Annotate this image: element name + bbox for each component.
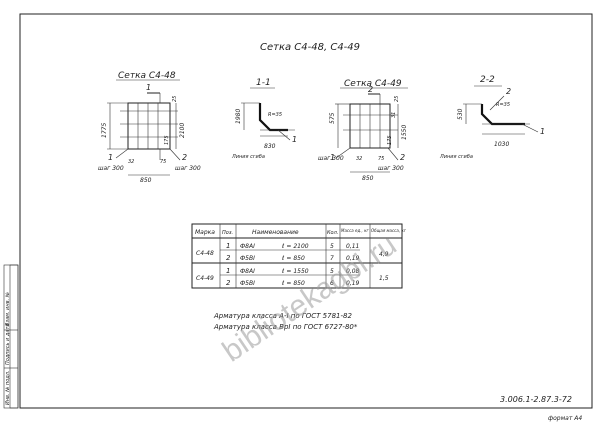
c449-pos1: 1 — [330, 153, 335, 162]
cell-r0-mass: 0,11 — [346, 243, 359, 250]
c448-d175: 175 — [164, 135, 170, 145]
cell-r2-name: Ф8АI — [240, 268, 255, 275]
th-pos: Поз. — [222, 230, 233, 236]
note-2: Арматура класса ВрI по ГОСТ 6727-80* — [213, 323, 358, 331]
c448-d2100: 2100 — [179, 123, 186, 138]
s11-d830: 830 — [264, 143, 276, 150]
stamp-replace: Взам. инв. № — [5, 292, 11, 326]
s22-pos1: 1 — [540, 127, 545, 136]
c449-d31: 31 — [391, 112, 397, 118]
c449-step1: шаг 300 — [318, 155, 344, 162]
th-qty: Кол. — [327, 230, 338, 236]
c448-d1775: 1775 — [101, 123, 108, 138]
view-s22-title: 2-2 — [480, 75, 495, 85]
cell-r0-len: ℓ = 2100 — [281, 243, 309, 250]
c448-pos1b: 1 — [108, 153, 113, 162]
cell-r1-len: ℓ = 850 — [281, 255, 305, 262]
c449-d175: 175 — [387, 135, 393, 145]
note-1: Арматура класса А-I по ГОСТ 5781-82 — [213, 312, 352, 320]
cell-r0-qty: 5 — [330, 243, 334, 250]
view-s11-title: 1-1 — [256, 78, 271, 88]
stamp-inv: Инв. № подл. — [5, 371, 11, 406]
cell-r1-qty: 7 — [330, 255, 334, 262]
th-mass: Масса ед., кг — [341, 228, 369, 233]
view-c449: Сетка С4-49 575 1550 25 175 31 2 1 2 шаг… — [318, 79, 408, 182]
sheet-frame — [19, 13, 593, 409]
view-c448-title: Сетка С4-48 — [118, 71, 176, 81]
c448-step1: шаг 300 — [98, 165, 124, 172]
c449-d75: 75 — [378, 156, 384, 162]
view-c448: Сетка С4-48 1775 2100 25 175 1 1 2 шаг 3… — [98, 71, 201, 184]
c448-d850: 850 — [140, 177, 152, 184]
format-label: формат А4 — [548, 415, 582, 422]
c448-d25: 25 — [172, 96, 178, 102]
cell-r0-name: Ф8АI — [240, 243, 255, 250]
cell-r1-name: Ф5ВI — [240, 255, 255, 262]
cell-r3-mass: 0,19 — [346, 280, 360, 287]
spec-table: Марка Поз. Наименование Кол. Масса ед., … — [191, 223, 407, 289]
c449-pos2: 2 — [368, 85, 373, 94]
cell-r0-total: 4,9 — [379, 251, 389, 258]
s22-r35: R=35 — [496, 102, 510, 108]
th-mark: Марка — [195, 229, 215, 236]
c449-d575: 575 — [329, 112, 336, 124]
c448-d75: 75 — [160, 159, 166, 165]
th-name: Наименование — [252, 229, 299, 236]
view-s22: 2-2 530 R=35 2 1 1030 Линия сгиба — [439, 75, 545, 160]
cell-r3-len: ℓ = 850 — [281, 280, 305, 287]
c449-step2: шаг 300 — [378, 165, 404, 172]
c448-pos2: 2 — [182, 153, 187, 162]
c448-step2: шаг 300 — [175, 165, 201, 172]
c449-d32: 32 — [356, 156, 362, 162]
cell-r0-pos: 1 — [226, 242, 230, 250]
cell-r3-qty: 6 — [330, 280, 334, 287]
s11-pos1: 1 — [292, 135, 297, 144]
s22-d530: 530 — [457, 108, 464, 120]
c448-pos1: 1 — [146, 83, 151, 92]
cell-r2-mark: С4-49 — [196, 275, 214, 282]
c448-d32: 32 — [128, 159, 134, 165]
c449-d1550: 1550 — [401, 125, 408, 140]
view-c449-title: Сетка С4-49 — [344, 79, 402, 89]
c449-d25: 25 — [394, 96, 400, 102]
s11-d1980: 1980 — [235, 109, 242, 124]
binding-stamp: Инв. № подл. Подпись и дата Взам. инв. № — [3, 264, 19, 409]
cell-r2-mass: 0,08 — [346, 268, 360, 275]
s11-fold: Линия сгиба — [231, 154, 265, 160]
cell-r2-pos: 1 — [226, 267, 230, 275]
cell-r0-mark: С4-48 — [196, 250, 214, 257]
s22-pos2: 2 — [506, 87, 511, 96]
stamp-sign: Подпись и дата — [5, 324, 11, 365]
s22-fold: Линия сгиба — [439, 154, 473, 160]
cell-r2-qty: 5 — [330, 268, 334, 275]
view-s11: 1-1 1980 R=35 1 830 Линия сгиба — [231, 78, 297, 160]
s22-d1030: 1030 — [494, 141, 509, 148]
cell-r2-len: ℓ = 1550 — [281, 268, 309, 275]
th-total: Общая масса, кг — [371, 228, 407, 233]
cell-r2-total: 1,5 — [379, 275, 389, 282]
s11-r35: R=35 — [268, 112, 282, 118]
cell-r1-mass: 0,19 — [346, 255, 360, 262]
doc-code: 3.006.1-2.87.3-72 — [500, 395, 572, 404]
c449-pos2b: 2 — [400, 153, 405, 162]
cell-r1-pos: 2 — [226, 254, 231, 262]
sheet-title: Сетка С4-48, С4-49 — [260, 42, 360, 53]
c449-d850: 850 — [362, 175, 374, 182]
cell-r3-name: Ф5ВI — [240, 280, 255, 287]
cell-r3-pos: 2 — [226, 279, 231, 287]
